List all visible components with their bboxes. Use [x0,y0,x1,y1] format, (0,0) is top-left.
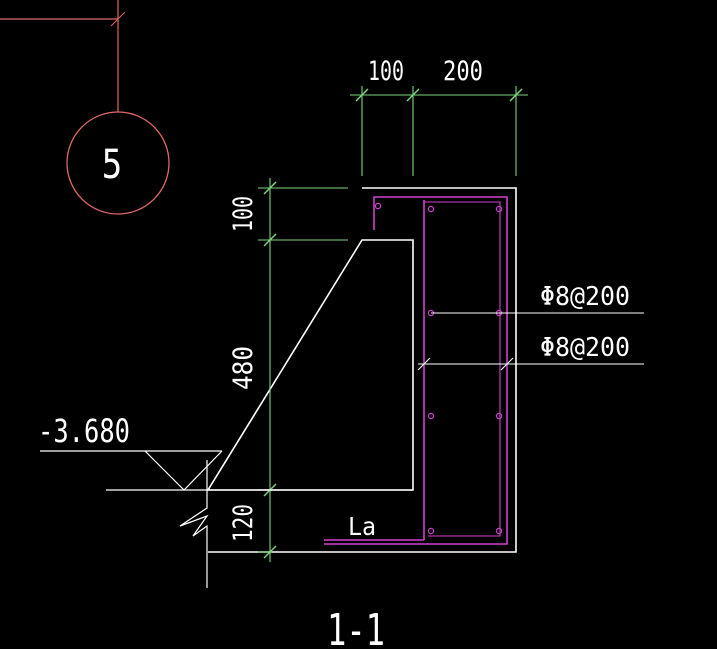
left-dimension-100: 100 [228,196,259,232]
section-title: 1-1 [327,605,385,649]
reinforcement [324,196,508,545]
rebar-dot [427,412,435,420]
left-dimension-480: 480 [228,346,259,390]
elevation-label: -3.680 [38,412,130,450]
rebar-dot [495,205,503,213]
rebar-dot [427,527,435,535]
inner-rebar-top-return [424,201,501,537]
left-dimension-120: 120 [228,504,259,542]
top-dimension: 100 200 [350,56,528,176]
left-tick-4 [263,545,277,559]
grid-bubble-circle [66,111,170,215]
grid-tick [110,11,126,27]
rebar-dots [374,202,503,535]
elevation-triangle [144,450,223,491]
lower-rebar-label: Φ8@200 [540,333,630,363]
grid-bubble: 5 [0,0,170,215]
rebar-dot [427,205,435,213]
grid-bubble-label: 5 [102,141,122,187]
upper-rebar-label: Φ8@200 [540,282,630,312]
lower-leader-tick-left [417,357,431,371]
top-tick-right [509,88,523,102]
break-line [179,460,209,588]
top-tick-middle [406,88,420,102]
left-dimension: 100 480 120 [228,178,348,562]
top-dimension-200: 200 [443,56,483,87]
rebar-dot [374,202,382,210]
lower-leader-tick-right [500,357,514,371]
rebar-dot [495,527,503,535]
left-tick-1 [263,181,277,195]
anchorage-label: La [348,512,376,541]
rebar-dot [495,412,503,420]
top-tick-left [355,88,369,102]
outer-rebar [324,196,508,545]
left-tick-2 [263,233,277,247]
rebar-callouts: Φ8@200 Φ8@200 [417,282,644,371]
elevation-marker: -3.680 [38,412,413,491]
top-dimension-100: 100 [368,56,404,87]
